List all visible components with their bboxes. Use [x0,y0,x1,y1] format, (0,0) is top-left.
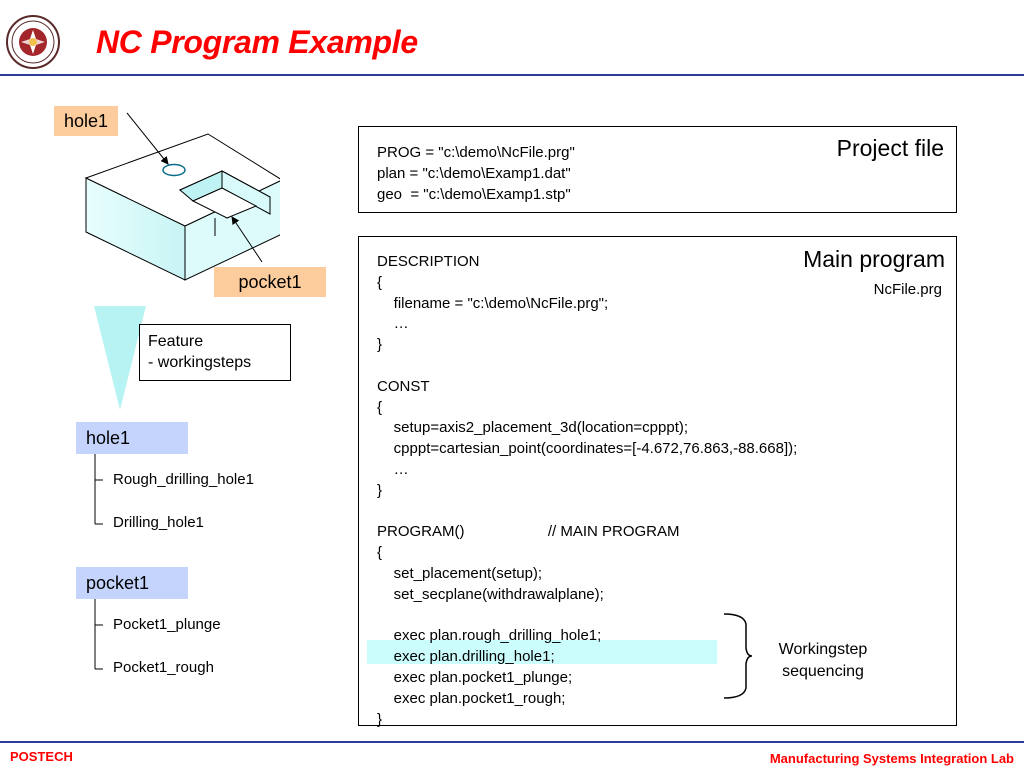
annotation-line2: sequencing [782,663,864,680]
code-line: } [377,710,383,728]
code-line: exec plan.pocket1_plunge; [377,668,573,686]
project-file-title: Project file [836,135,944,161]
footer-rule [0,741,1024,743]
code-line: cpppt=cartesian_point(coordinates=[-4.67… [377,440,798,458]
main-program-code: DESCRIPTION { filename = "c:\demo\NcFile.… [377,252,797,730]
feature-box-line1: Feature [148,333,204,350]
project-file-code: PROG = "c:\demo\NcFile.prg" plan = "c:\d… [377,143,575,205]
tree-connector-hole1 [94,454,103,525]
workingstep-annotation: Workingstep sequencing [764,639,882,683]
tree-node-pocket1: pocket1 [76,567,188,599]
highlighted-line-bar [367,640,717,664]
tree-node-hole1: hole1 [76,422,188,454]
code-line: exec plan.drilling_hole1; [377,648,555,666]
tree-item-pocket1-rough: Pocket1_rough [113,659,214,676]
code-line: } [377,481,383,499]
down-arrow-icon [94,306,146,410]
code-line: set_secplane(withdrawalplane); [377,585,604,603]
tree-item-drilling-hole1: Drilling_hole1 [113,514,204,531]
feature-box-line2: - workingsteps [148,354,252,371]
pocket1-label: pocket1 [214,267,326,297]
code-line [377,502,797,523]
code-line: CONST [377,377,430,395]
annotation-line1: Workingstep [778,641,868,658]
part-3d-drawing [84,133,280,281]
feature-box: Feature - workingsteps [139,324,291,381]
code-line: PROGRAM() // MAIN PROGRAM [377,523,680,541]
code-line: filename = "c:\demo\NcFile.prg"; [377,294,609,312]
code-line: DESCRIPTION [377,253,480,270]
code-line: exec plan.pocket1_rough; [377,689,566,707]
header-rule [0,74,1024,76]
brace-icon [723,613,753,699]
footer-left: POSTECH [10,749,73,764]
hole1-label: hole1 [54,106,119,136]
tree-item-rough-drilling-hole1: Rough_drilling_hole1 [113,471,254,488]
tree-item-pocket1-plunge: Pocket1_plunge [113,616,221,633]
footer-right: Manufacturing Systems Integration Lab [769,751,1014,766]
code-line: { [377,544,383,562]
code-line: { [377,273,383,291]
code-line: plan = "c:\demo\Examp1.dat" [377,164,571,182]
main-program-title: Main program [803,246,945,272]
code-line: { [377,398,383,416]
code-line [377,356,797,377]
code-line: geo = "c:\demo\Examp1.stp" [377,185,571,203]
university-seal-logo [6,15,60,69]
code-line: … [377,315,409,333]
code-line: set_placement(setup); [377,564,543,582]
page-title: NC Program Example [96,24,418,60]
code-line: } [377,336,383,354]
project-file-box: Project file PROG = "c:\demo\NcFile.prg"… [358,126,957,213]
code-line: setup=axis2_placement_3d(location=cpppt)… [377,419,689,437]
main-program-filename: NcFile.prg [873,281,942,298]
code-line: PROG = "c:\demo\NcFile.prg" [377,144,575,161]
code-line: … [377,460,409,478]
tree-connector-pocket1 [94,599,103,670]
code-line: exec plan.rough_drilling_hole1; [377,627,602,645]
